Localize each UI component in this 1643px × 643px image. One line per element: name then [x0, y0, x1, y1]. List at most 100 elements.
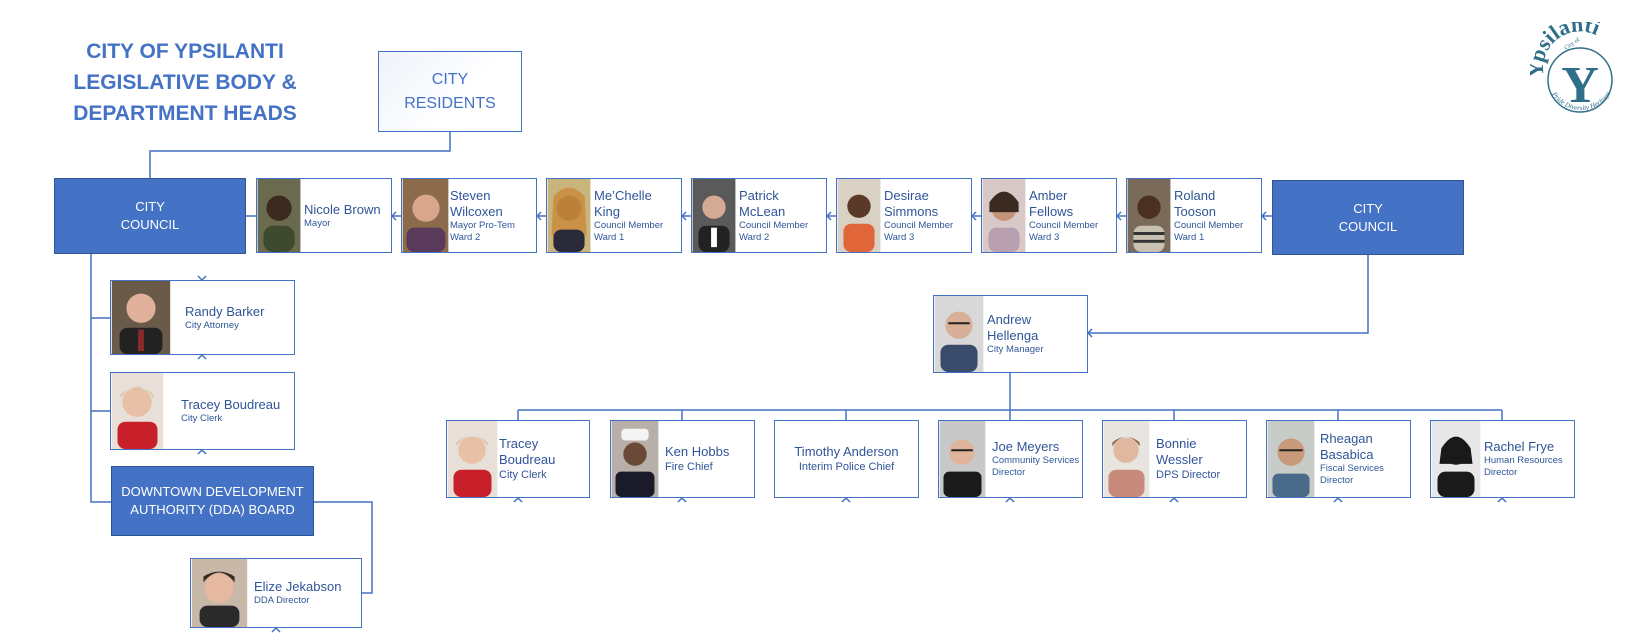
- member-ward: Ward 1: [1174, 231, 1205, 243]
- member-role: Council Member: [1029, 219, 1099, 231]
- dept-role: Fiscal Services Director: [1320, 463, 1384, 486]
- council-right-line-2: COUNCIL: [1338, 218, 1398, 234]
- avatar: [111, 281, 171, 354]
- report-name: Tracey Boudreau: [181, 397, 281, 412]
- city-council-box-right: CITY COUNCIL: [1272, 180, 1464, 255]
- arrow-head: [535, 211, 542, 221]
- dept-role: City Clerk: [499, 469, 547, 481]
- arrow-head: [390, 211, 397, 221]
- member-role: Council Member: [1174, 219, 1244, 231]
- city-manager-name: Andrew Hellenga: [987, 312, 1039, 343]
- dept-name: Bonnie Wessler: [1156, 436, 1203, 467]
- dda-director-name: Elize Jekabson: [254, 579, 342, 594]
- dept-name: Tracey Boudreau: [499, 436, 556, 467]
- council-left-line-2: COUNCIL: [120, 217, 180, 232]
- member-name: Patrick McLean: [739, 187, 786, 219]
- avatar: [934, 296, 984, 372]
- arrow-head: [1115, 211, 1122, 221]
- dept-role: Interim Police Chief: [798, 461, 895, 473]
- residents-line-1: CITY: [431, 70, 469, 88]
- report-name: Randy Barker: [185, 303, 265, 319]
- member-ward: Ward 2: [450, 231, 481, 243]
- member-role: Mayor: [304, 217, 331, 229]
- arrow-head: [677, 496, 687, 503]
- arrow-head: [825, 211, 832, 221]
- avatar: [1103, 421, 1150, 497]
- dda-director-role: DDA Director: [254, 595, 310, 606]
- member-card-desirae-simmons: Desirae Simmons Council Member Ward 3: [836, 178, 972, 253]
- avatar: [1267, 421, 1315, 497]
- avatar: [1431, 421, 1481, 497]
- svg-text:Y: Y: [1561, 57, 1599, 114]
- dda-board-line-2: AUTHORITY (DDA) BOARD: [130, 502, 295, 517]
- connector-dda-director: [314, 501, 373, 594]
- avatar: [402, 179, 449, 252]
- city-residents-box: CITY RESIDENTS: [378, 51, 522, 132]
- arrow-head: [1497, 496, 1507, 503]
- avatar: [257, 179, 301, 252]
- member-name: Steven Wilcoxen: [450, 187, 503, 219]
- dept-name: Rachel Frye: [1484, 439, 1555, 454]
- council-left-line-1: CITY: [135, 199, 165, 214]
- dept-name: Rheagan Basabica: [1320, 431, 1374, 462]
- connector-residents-council: [149, 132, 451, 178]
- arrow-head: [680, 211, 687, 221]
- avatar: [611, 421, 659, 497]
- city-manager-card: Andrew Hellenga City Manager: [933, 295, 1088, 373]
- avatar: [692, 179, 736, 252]
- residents-line-2: RESIDENTS: [404, 94, 496, 112]
- member-ward: Ward 3: [884, 231, 915, 243]
- avatar: [111, 373, 164, 449]
- dda-director-card: Elize Jekabson DDA Director: [190, 558, 362, 628]
- member-role: Council Member: [884, 219, 954, 231]
- member-card-roland-tooson: Roland Tooson Council Member Ward 1: [1126, 178, 1262, 253]
- member-ward: Ward 3: [1029, 231, 1060, 243]
- dept-name: Ken Hobbs: [665, 444, 730, 459]
- member-name: Desirae Simmons: [884, 187, 939, 219]
- dept-role: Human Resources Director: [1484, 455, 1563, 478]
- member-name: Nicole Brown: [304, 201, 381, 217]
- dept-role: DPS Director: [1156, 469, 1221, 481]
- arrow-head: [513, 496, 523, 503]
- dept-role: Fire Chief: [665, 461, 713, 473]
- dda-board-box: DOWNTOWN DEVELOPMENT AUTHORITY (DDA) BOA…: [111, 466, 314, 536]
- dept-card-rheagan-basabica: Rheagan Basabica Fiscal Services Directo…: [1266, 420, 1411, 498]
- arrow-head: [197, 353, 207, 360]
- page-title: CITY OF YPSILANTI LEGISLATIVE BODY & DEP…: [45, 36, 325, 129]
- title-line-2: LEGISLATIVE BODY &: [73, 71, 297, 94]
- report-role: City Attorney: [185, 319, 239, 331]
- arrow-head: [1333, 496, 1343, 503]
- council-right-line-1: CITY: [1353, 200, 1383, 216]
- member-card-nicole-brown: Nicole Brown Mayor: [256, 178, 392, 253]
- member-card-steven-wilcoxen: Steven Wilcoxen Mayor Pro-Tem Ward 2: [401, 178, 537, 253]
- member-card-mechelle-king: Me’Chelle King Council Member Ward 1: [546, 178, 682, 253]
- city-council-box-left: CITY COUNCIL: [54, 178, 246, 254]
- report-card-tracey-boudreau: Tracey Boudreau City Clerk: [110, 372, 295, 450]
- dept-card-bonnie-wessler: Bonnie Wessler DPS Director: [1102, 420, 1247, 498]
- member-role: Mayor Pro-Tem: [450, 219, 515, 231]
- arrow-head: [970, 211, 977, 221]
- avatar: [837, 179, 881, 252]
- arrow-head: [1005, 496, 1015, 503]
- title-line-3: DEPARTMENT HEADS: [73, 102, 297, 125]
- dept-card-ken-hobbs: Ken Hobbs Fire Chief: [610, 420, 755, 498]
- report-role: City Clerk: [181, 413, 223, 424]
- member-card-patrick-mclean: Patrick McLean Council Member Ward 2: [691, 178, 827, 253]
- avatar: [939, 421, 986, 497]
- member-card-amber-fellows: Amber Fellows Council Member Ward 3: [981, 178, 1117, 253]
- member-ward: Ward 2: [739, 231, 770, 243]
- dept-name: Timothy Anderson: [794, 444, 899, 459]
- dda-board-line-1: DOWNTOWN DEVELOPMENT: [121, 484, 304, 499]
- dept-card-tracey-boudreau: Tracey Boudreau City Clerk: [446, 420, 590, 498]
- avatar: [447, 421, 498, 497]
- avatar: [191, 559, 248, 627]
- arrow-head: [197, 448, 207, 455]
- dept-name: Joe Meyers: [992, 439, 1060, 454]
- member-name: Roland Tooson: [1174, 187, 1216, 219]
- report-card-randy-barker: Randy Barker City Attorney: [110, 280, 295, 355]
- title-line-1: CITY OF YPSILANTI: [86, 40, 284, 63]
- avatar: [1127, 179, 1171, 252]
- city-manager-role: City Manager: [987, 344, 1044, 355]
- connector-council-manager: [1088, 255, 1369, 334]
